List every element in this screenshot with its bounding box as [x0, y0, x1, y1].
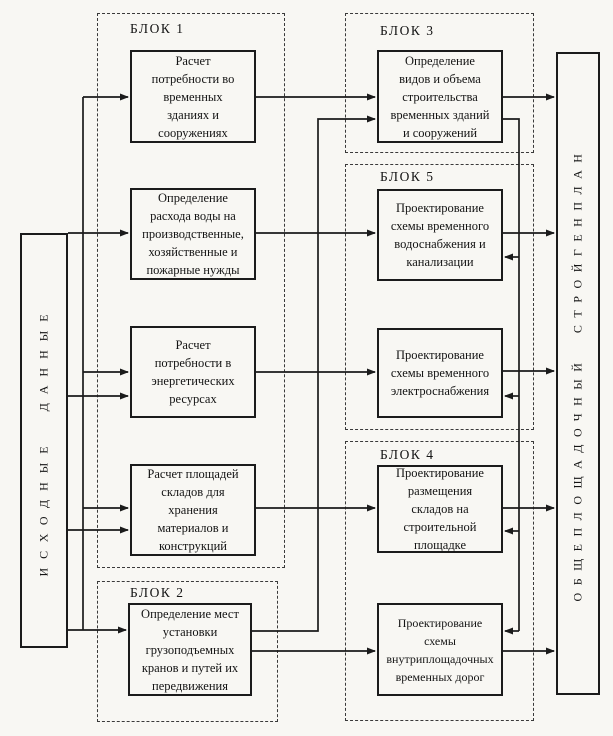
- block4-label: БЛОК 4: [380, 447, 435, 462]
- block5-label: БЛОК 5: [380, 169, 435, 184]
- node-water-demand: Определение расхода воды на производстве…: [130, 188, 256, 280]
- node-water-supply-design-text: Проектирование схемы временного водоснаб…: [390, 201, 490, 269]
- result-stroygenplan-box: ОБЩЕПЛОЩАДОЧНЫЙ СТРОЙГЕНПЛАН: [556, 52, 600, 695]
- node-roads-design-text: Проектирование схемы внутриплощадочных в…: [386, 615, 494, 684]
- node-power-supply-design: Проектирование схемы временного электрос…: [377, 328, 503, 418]
- result-stroygenplan-label: ОБЩЕПЛОЩАДОЧНЫЙ СТРОЙГЕНПЛАН: [570, 146, 585, 601]
- source-data-label: ИСХОДНЫЕ ДАННЫЕ: [36, 304, 51, 577]
- node-roads-design: Проектирование схемы внутриплощадочных в…: [377, 603, 503, 696]
- node-energy-need: Расчет потребности в энергетических ресу…: [130, 326, 256, 418]
- node-temp-buildings-scope: Определение видов и объема строительства…: [377, 50, 503, 143]
- block5-container: [345, 164, 534, 430]
- node-crane-locations-text: Определение мест установки грузоподъемны…: [141, 606, 239, 693]
- calc-to-design-lines: [252, 93, 376, 655]
- block1-container: [97, 13, 285, 568]
- node-warehouse-area: Расчет площадей складов для хранения мат…: [130, 464, 256, 556]
- node-water-demand-text: Определение расхода воды на производстве…: [142, 191, 244, 277]
- node-warehouse-layout-design: Проектирование размещения складов на стр…: [377, 465, 503, 553]
- block3-container: [345, 13, 534, 153]
- node-warehouse-layout-design-text: Проектирование размещения складов на стр…: [395, 466, 484, 552]
- node-warehouse-area-text: Расчет площадей складов для хранения мат…: [147, 467, 239, 553]
- node-crane-locations: Определение мест установки грузоподъемны…: [128, 603, 252, 696]
- node-temp-buildings-need-text: Расчет потребности во временных зданиях …: [151, 53, 235, 140]
- feedback-lines: [503, 118, 520, 635]
- block1-label: БЛОК 1: [130, 21, 185, 36]
- block3-label: БЛОК 3: [380, 23, 435, 38]
- node-temp-buildings-need: Расчет потребности во временных зданиях …: [130, 50, 256, 143]
- node-temp-buildings-scope-text: Определение видов и объема строительства…: [390, 53, 490, 140]
- node-energy-need-text: Расчет потребности в энергетических ресу…: [151, 338, 235, 406]
- block2-label: БЛОК 2: [130, 585, 185, 600]
- node-power-supply-design-text: Проектирование схемы временного электрос…: [390, 348, 490, 398]
- node-water-supply-design: Проектирование схемы временного водоснаб…: [377, 189, 503, 281]
- source-data-box: ИСХОДНЫЕ ДАННЫЕ: [20, 233, 68, 648]
- source-trunk-lines: [68, 93, 129, 634]
- block4-container: [345, 441, 534, 721]
- design-to-result-lines: [503, 93, 555, 655]
